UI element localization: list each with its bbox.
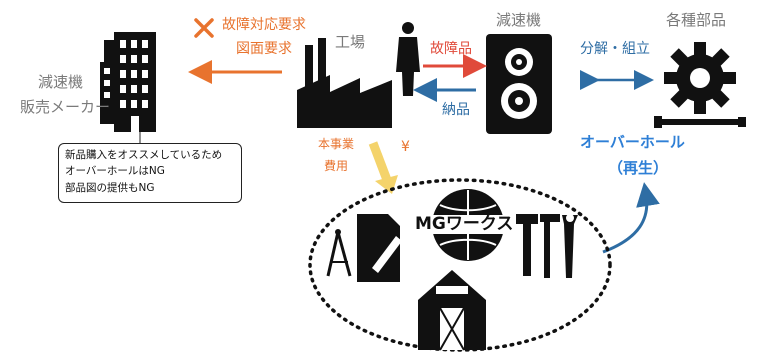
yen-symbol: ¥ <box>401 139 410 155</box>
dealer-label-2: 販売メーカー <box>20 98 111 116</box>
callout-line: 新品購入をオススメしているため <box>65 149 223 161</box>
dealer-label-1: 減速機 <box>38 73 84 91</box>
overhaul-label-1: オーバーホール <box>580 133 685 151</box>
parts-label: 各種部品 <box>666 11 727 29</box>
request-label-2: 図面要求 <box>236 41 292 57</box>
mg-works-label: MGワークス <box>413 214 516 234</box>
faulty-label: 故障品 <box>430 41 472 57</box>
cost-arrow <box>368 141 392 182</box>
overhaul-label-2: （再生） <box>608 159 669 177</box>
shaft-icon <box>654 116 746 128</box>
office-building-icon <box>100 32 156 132</box>
disassembly-label: 分解・組立 <box>580 41 650 57</box>
speaker-reducer-icon <box>486 34 552 134</box>
drafting-icon <box>326 214 402 282</box>
request-label-1: 故障対応要求 <box>222 17 306 33</box>
factory-label: 工場 <box>335 33 366 51</box>
callout-box: 新品購入をオススメしているため オーバーホールはNG 部品図の提供もNG <box>58 143 242 203</box>
overhaul-arrow <box>602 182 660 254</box>
reducer-label: 減速機 <box>496 11 542 29</box>
project-cost-label-2: 費用 <box>324 159 349 173</box>
factory-icon <box>297 38 392 128</box>
tools-icon <box>516 214 578 278</box>
cross-icon <box>194 18 214 38</box>
delivery-label: 納品 <box>442 102 470 118</box>
callout-line: 部品図の提供もNG <box>65 181 155 194</box>
barn-icon <box>418 270 486 351</box>
gear-icon <box>664 42 736 114</box>
project-cost-label-1: 本事業 <box>318 137 355 151</box>
callout-line: オーバーホールはNG <box>65 165 165 178</box>
worker-icon <box>396 22 420 96</box>
